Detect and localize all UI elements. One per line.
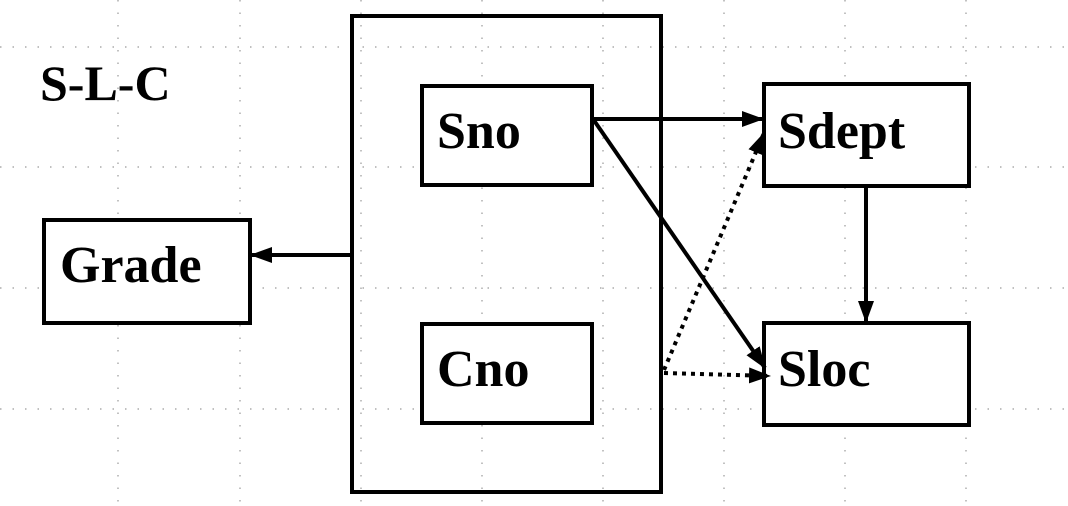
- sloc-label: Sloc: [778, 341, 871, 398]
- sdept-label: Sdept: [778, 103, 906, 160]
- cno-label: Cno: [437, 341, 530, 398]
- sno-box: [420, 84, 594, 187]
- sdept-box: [762, 82, 971, 188]
- arrow-sno-sloc: [591, 117, 767, 370]
- sno-label: Sno: [437, 103, 521, 160]
- dotted-arrow-key-sdept: [662, 132, 766, 371]
- grade-box: [42, 218, 252, 325]
- composite-key-box: [350, 14, 663, 494]
- dotted-arrow-key-sloc: [663, 367, 771, 384]
- diagram-title: S-L-C: [40, 55, 171, 111]
- cno-box: [420, 322, 594, 425]
- grade-label: Grade: [60, 237, 202, 294]
